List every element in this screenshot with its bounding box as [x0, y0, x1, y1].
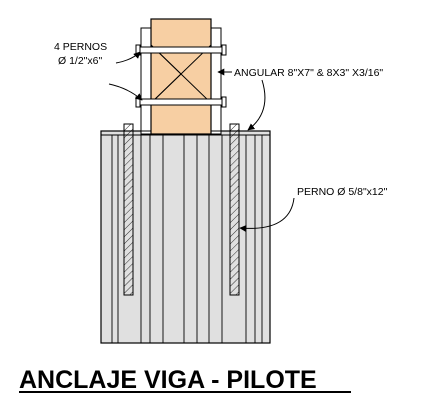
- bolt-lower: [135, 96, 227, 108]
- anchor-pin-right: [229, 123, 240, 296]
- leader-angle-lower: [247, 79, 266, 131]
- bolt-upper: [135, 44, 227, 56]
- leader-bolt-upper: [115, 51, 141, 64]
- leader-bolt-lower: [108, 83, 143, 101]
- beam-body: [150, 18, 212, 135]
- label-angle: ANGULAR 8"X7" & 8X3" X3/16": [234, 67, 383, 79]
- leader-pin: [239, 197, 295, 232]
- wood-beam: [150, 18, 212, 135]
- label-bolts-line1: 4 PERNOS: [54, 41, 107, 53]
- label-bolts-line2: Ø 1/2"x6": [58, 55, 102, 67]
- drawing-title: ANCLAJE VIGA - PILOTE: [19, 366, 317, 394]
- pile-grain-lines: [111, 135, 263, 343]
- angle-plate-left: [140, 27, 152, 135]
- label-pin: PERNO Ø 5/8"x12": [297, 186, 388, 198]
- anchor-pin-left: [123, 123, 134, 296]
- angle-plate-right: [210, 27, 222, 135]
